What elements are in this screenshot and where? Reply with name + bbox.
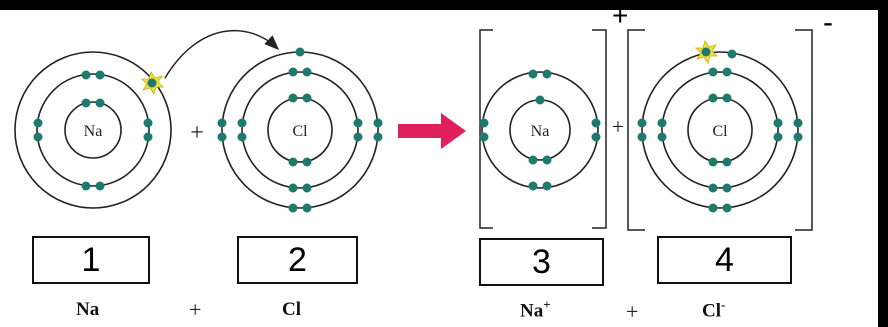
chlorine-label: Cl <box>282 299 301 320</box>
answer-box-2[interactable]: 2 <box>237 236 358 284</box>
sodium-ion: Na <box>479 69 601 191</box>
sodium-ion-label-sup: + <box>543 297 551 312</box>
transfer-electron-glow <box>141 71 164 95</box>
sodium-ion-label-text: Na <box>520 300 544 322</box>
sodium-atom: Na <box>14 51 172 209</box>
right-border <box>878 0 888 327</box>
sodium-ion-symbol: Na <box>531 123 550 140</box>
chloride-ion-label-text: Cl <box>702 300 721 322</box>
plus-sign-ions: + <box>612 114 624 139</box>
equation-plus-1: + <box>189 297 202 322</box>
sodium-symbol: Na <box>84 123 103 140</box>
sodium-ion-label: Na+ <box>520 297 551 322</box>
equation-plus-2: + <box>626 299 639 324</box>
chloride-symbol: Cl <box>712 123 728 140</box>
reaction-arrow <box>398 113 466 149</box>
chlorine-symbol: Cl <box>292 123 308 140</box>
chlorine-electrons <box>217 47 383 213</box>
sodium-label: Na <box>76 299 100 320</box>
chloride-ion: Cl <box>637 40 803 213</box>
sodium-ion-brackets <box>479 29 607 229</box>
answer-box-1[interactable]: 1 <box>32 236 150 284</box>
chloride-ion-charge: - <box>823 6 833 39</box>
chloride-ion-label-sup: - <box>721 297 726 312</box>
chloride-ion-brackets <box>627 29 813 231</box>
answer-box-4[interactable]: 4 <box>657 236 792 284</box>
sodium-ion-charge: + <box>612 0 629 31</box>
sodium-ion-electrons <box>479 69 601 191</box>
sodium-electrons <box>33 70 153 191</box>
chloride-electrons <box>637 49 803 213</box>
electron-transfer-arrow <box>164 29 280 79</box>
chloride-ion-label: Cl- <box>702 297 725 322</box>
chlorine-atom: Cl <box>217 47 383 213</box>
answer-box-3[interactable]: 3 <box>479 238 604 286</box>
gained-electron-glow <box>695 40 718 64</box>
plus-sign-atoms: + <box>190 120 204 146</box>
top-border <box>0 0 888 10</box>
